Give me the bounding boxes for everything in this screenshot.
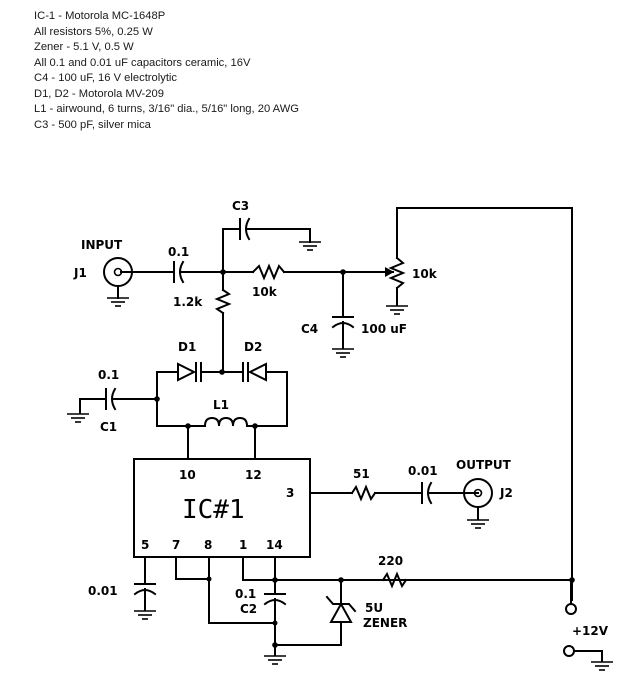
ground-icon: [106, 297, 130, 307]
note-line: D1, D2 - Motorola MV-209: [34, 87, 164, 100]
j1-label: J1: [73, 266, 87, 280]
potentiometer: [388, 256, 406, 290]
ground-icon: [298, 241, 322, 251]
input-connector-j1: [103, 257, 133, 307]
l1-inductor: [203, 416, 249, 428]
input-label: INPUT: [81, 238, 123, 252]
wiper-arrow-icon: [385, 267, 394, 277]
ic-pin-14: 14: [266, 538, 283, 552]
ground-icon: [66, 413, 90, 423]
supply-terminal-positive: [565, 579, 577, 615]
l1-label: L1: [213, 398, 229, 412]
output-resistor: [350, 484, 377, 502]
note-line: All 0.1 and 0.01 uF capacitors ceramic, …: [34, 56, 251, 69]
component-notes: IC-1 - Motorola MC-1648P All resistors 5…: [34, 9, 299, 133]
ic-pin-10: 10: [179, 468, 196, 482]
note-line: C4 - 100 uF, 16 V electrolytic: [34, 72, 178, 84]
ic-label: IC#1: [182, 495, 245, 525]
c1-value: 0.1: [98, 368, 119, 382]
input-cap-value: 0.1: [168, 245, 189, 259]
note-line: C3 - 500 pF, silver mica: [34, 118, 151, 131]
c3-label: C3: [232, 199, 249, 213]
bias-resistor: [214, 288, 232, 315]
note-line: IC-1 - Motorola MC-1648P: [34, 10, 166, 22]
supply-resistor: [381, 571, 408, 589]
pin5-cap-value: 0.01: [88, 584, 118, 598]
ground-icon: [385, 305, 409, 315]
bias-resistor-value: 1.2k: [173, 295, 203, 309]
ground-icon: [133, 610, 157, 620]
c4-value: 100 uF: [361, 322, 407, 336]
c2-label: C2: [240, 602, 257, 616]
ground-icon: [466, 519, 490, 529]
note-line: All resistors 5%, 0.25 W: [34, 25, 153, 38]
output-label: OUTPUT: [456, 458, 512, 472]
filter-resistor-value: 10k: [252, 285, 278, 299]
filter-resistor: [251, 263, 286, 281]
note-line: Zener - 5.1 V, 0.5 W: [34, 41, 134, 53]
c1-label: C1: [100, 420, 117, 434]
ic-pin-7: 7: [172, 538, 180, 552]
supply-terminal-ground: [563, 645, 614, 671]
note-line: L1 - airwound, 6 turns, 3/16" dia., 5/16…: [34, 103, 299, 115]
ic-pin-1: 1: [239, 538, 247, 552]
zener-value: 5U: [365, 601, 383, 615]
zener-diode: [325, 579, 357, 646]
ic1-block: [133, 458, 311, 558]
c2-value: 0.1: [235, 587, 256, 601]
output-resistor-value: 51: [353, 467, 370, 481]
pot-value: 10k: [412, 267, 438, 281]
d1-varactor: [177, 362, 202, 382]
c4-label: C4: [301, 322, 318, 336]
output-connector-j2: [463, 478, 493, 529]
output-cap-value: 0.01: [408, 464, 438, 478]
d2-varactor: [242, 362, 267, 382]
ground-icon: [331, 348, 355, 358]
zener-label: ZENER: [363, 616, 407, 630]
ground-icon: [263, 655, 287, 665]
supply-label: +12V: [572, 624, 609, 638]
ground-icon: [590, 661, 614, 671]
d1-label: D1: [178, 340, 196, 354]
supply-resistor-value: 220: [378, 554, 403, 568]
ic-pin-8: 8: [204, 538, 212, 552]
ic-pin-5: 5: [141, 538, 149, 552]
ic-pin-3: 3: [286, 486, 294, 500]
d2-label: D2: [244, 340, 262, 354]
j2-label: J2: [499, 486, 513, 500]
ic-pin-12: 12: [245, 468, 262, 482]
